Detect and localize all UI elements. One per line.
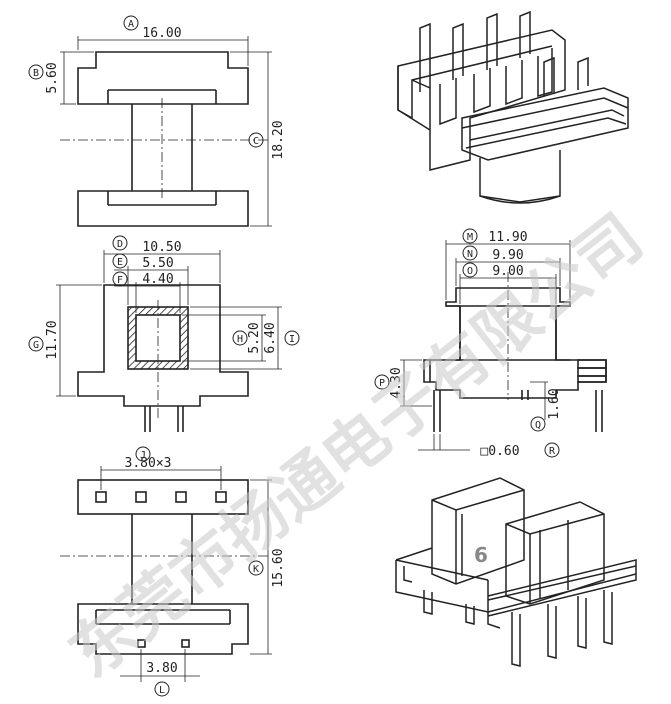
label-h: H <box>237 334 243 345</box>
isometric-view-top <box>397 10 629 204</box>
label-c: C <box>253 136 259 147</box>
label-k: K <box>253 564 259 575</box>
label-circle-h <box>232 330 248 346</box>
label-p: P <box>379 378 385 389</box>
dim-g: 11.70 <box>45 320 60 359</box>
label-circle-j <box>135 446 151 462</box>
label-q: Q <box>535 420 541 431</box>
label-circle-l <box>154 681 170 697</box>
dim-o: 9.00 <box>492 264 523 279</box>
dim-l: 3.80 <box>146 661 177 676</box>
label-circle-r <box>544 442 560 458</box>
label-m: M <box>467 232 473 243</box>
top-view <box>60 36 272 227</box>
label-d: D <box>117 239 123 250</box>
dim-k: 15.60 <box>271 548 286 587</box>
label-i: I <box>289 334 295 345</box>
label-circle-o <box>462 262 478 278</box>
dim-h: 5.20 <box>247 322 262 353</box>
dim-b: 5.60 <box>45 62 60 93</box>
dim-r: □0.60 <box>480 444 519 459</box>
figure-number: 6 <box>474 543 488 567</box>
dim-j: 3.80×3 <box>125 456 172 471</box>
label-e: E <box>117 257 123 268</box>
label-circle-c <box>248 132 264 148</box>
label-circle-b <box>28 64 44 80</box>
front-view <box>56 250 282 432</box>
label-g: G <box>33 340 39 351</box>
label-circle-e <box>112 253 128 269</box>
label-circle-g <box>28 336 44 352</box>
dim-q: 1.60 <box>547 388 562 419</box>
dim-a: 16.00 <box>142 26 181 41</box>
label-circle-p <box>374 374 390 390</box>
label-b: B <box>33 68 39 79</box>
label-circle-m <box>462 228 478 244</box>
label-circle-d <box>112 235 128 251</box>
dim-c: 18.20 <box>271 120 286 159</box>
dim-i: 6.40 <box>263 322 278 353</box>
label-circle-k <box>248 560 264 576</box>
label-o: O <box>467 266 473 277</box>
dimension-labels <box>28 15 560 697</box>
label-a: A <box>128 19 134 30</box>
label-f: F <box>117 275 123 286</box>
label-circle-q <box>530 416 546 432</box>
dim-e: 5.50 <box>142 256 173 271</box>
label-j: J <box>140 450 146 461</box>
dim-f: 4.40 <box>142 272 173 287</box>
bottom-view <box>60 466 272 682</box>
dim-d: 10.50 <box>142 240 181 255</box>
label-n: N <box>467 249 473 260</box>
dimension-text: A 16.00 B 5.60 C 18.20 D 10.50 E 5.50 F … <box>33 19 562 696</box>
label-circle-a <box>123 15 139 31</box>
dim-p: 4.30 <box>389 367 404 398</box>
dim-n: 9.90 <box>492 248 523 263</box>
label-circle-f <box>112 271 128 287</box>
side-view <box>400 240 607 451</box>
label-circle-n <box>462 245 478 261</box>
label-l: L <box>159 685 165 696</box>
label-circle-i <box>284 330 300 346</box>
label-r: R <box>549 446 556 457</box>
isometric-view-bottom <box>395 477 637 667</box>
dim-m: 11.90 <box>488 230 527 245</box>
